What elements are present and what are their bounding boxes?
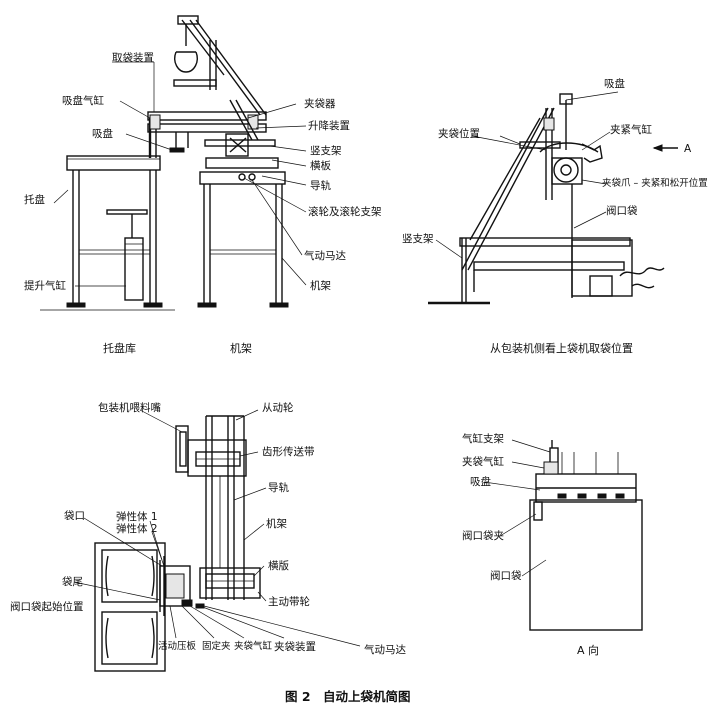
label-lift-cylinder: 提升气缸 (24, 280, 66, 292)
label-lifting-device: 升降装置 (308, 120, 350, 132)
leaders-top-right (435, 91, 619, 259)
leaders-top-left (53, 61, 307, 287)
label-guide-rail-1: 导轨 (310, 180, 331, 192)
label-bag-picker: 取袋装置 (112, 52, 154, 64)
label-fixed-clamp: 固定夹 (202, 641, 231, 652)
label-machine-frame-1: 机架 (310, 280, 331, 292)
label-clamp-position: 夹袋位置 (438, 128, 480, 140)
label-tray: 托盘 (24, 194, 45, 206)
caption-a-view: A 向 (577, 644, 600, 657)
label-bag-clamp-cylinder-a: 夹袋气缸 (462, 456, 504, 468)
label-movable-platen: 活动压板 (158, 641, 197, 652)
label-cross-plate-1: 横板 (310, 160, 331, 172)
label-cross-plate-2: 横版 (268, 560, 289, 572)
label-drive-pulley: 主动带轮 (268, 596, 310, 608)
label-bag-clamp-cylinder-b: 夹袋气缸 (234, 641, 273, 652)
caption-tray-storage: 托盘库 (103, 342, 136, 355)
label-elastic-body-2: 弹性体 2 (116, 523, 158, 535)
label-cylinder-bracket: 气缸支架 (462, 433, 504, 445)
label-valve-bag-clamp: 阀口袋夹 (462, 530, 504, 542)
label-clamp-cylinder: 夹紧气缸 (610, 124, 652, 136)
label-guide-rail-2: 导轨 (268, 482, 289, 494)
label-arrow-a: A (684, 143, 692, 155)
frame-drawing (147, 15, 289, 308)
label-vertical-bracket-2: 竖支架 (402, 233, 434, 245)
label-bag-clamp-device: 夹袋装置 (274, 641, 316, 653)
leaders-bottom-right (483, 439, 551, 577)
caption-side-view: 从包装机侧看上袋机取袋位置 (490, 342, 633, 355)
label-air-motor-1: 气动马达 (304, 250, 346, 262)
label-suction-cup-2: 吸盘 (604, 78, 625, 90)
label-machine-frame-2: 机架 (266, 518, 287, 530)
label-valve-bag-2: 阀口袋 (490, 570, 522, 582)
leaders-bottom-left (73, 409, 361, 647)
label-suction-cylinder: 吸盘气缸 (62, 95, 104, 107)
label-bag-gripper: 夹袋器 (304, 98, 336, 110)
label-bag-start-position: 阀口袋起始位置 (10, 601, 84, 613)
tray-storage-drawing (40, 155, 175, 311)
label-driven-wheel: 从动轮 (262, 402, 294, 414)
a-view-drawing (529, 440, 643, 631)
figure-caption: 图 2 自动上袋机简图 (285, 689, 411, 704)
label-bag-tail: 袋尾 (62, 576, 83, 588)
label-valve-bag-1: 阀口袋 (606, 205, 638, 217)
label-feed-spout: 包装机喂料嘴 (98, 402, 161, 414)
caption-frame: 机架 (230, 342, 252, 355)
label-rollers: 滚轮及滚轮支架 (308, 206, 382, 218)
label-suction-cup: 吸盘 (92, 128, 113, 140)
label-suction-cup-3: 吸盘 (470, 476, 491, 488)
label-air-motor-2: 气动马达 (364, 644, 406, 656)
side-view-drawing (428, 93, 678, 305)
plan-view-drawing (94, 415, 261, 672)
label-elastic-body-1: 弹性体 1 (116, 511, 158, 523)
label-gripper-positions: 夹袋爪 – 夹紧和松开位置 (602, 178, 708, 189)
label-toothed-belt: 齿形传送带 (262, 446, 315, 458)
label-vertical-bracket-1: 竖支架 (310, 145, 342, 157)
label-bag-mouth: 袋口 (64, 510, 85, 522)
